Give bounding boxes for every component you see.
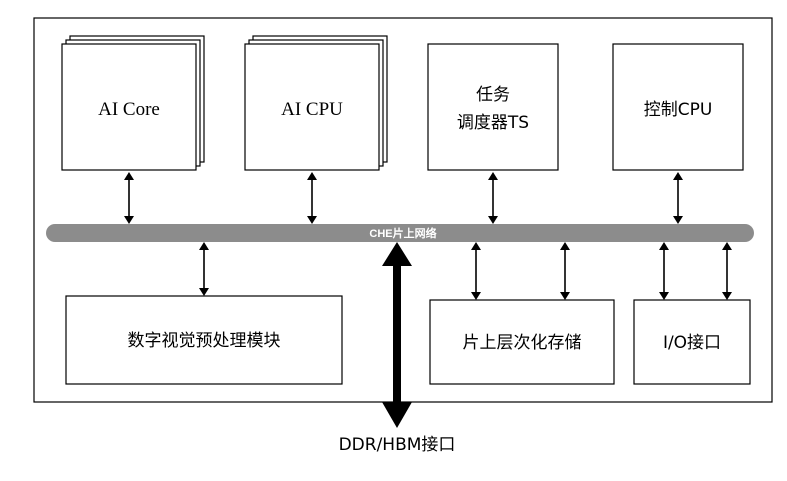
onchip-cache-module: 片上层次化存储 — [429, 299, 615, 385]
ai-core-module: AI Core — [61, 35, 205, 171]
ai-cpu-module: AI CPU — [244, 35, 388, 171]
onchip-cache-label: 片上层次化存储 — [463, 333, 582, 353]
task-scheduler-label-line1: 任务 — [476, 85, 510, 105]
task-scheduler-arrow — [488, 172, 498, 224]
io-arrow-left — [659, 242, 669, 300]
ai-core-arrow — [124, 172, 134, 224]
control-cpu-arrow — [673, 172, 683, 224]
task-scheduler-label-line2: 调度器TS — [457, 113, 529, 133]
connection-arrows — [124, 172, 732, 300]
ddr-hbm-arrow — [382, 242, 412, 428]
io-label: I/O接口 — [663, 333, 721, 353]
bus-label: CHE片上网络 — [369, 226, 436, 240]
ddr-hbm-label: DDR/HBM接口 — [339, 435, 456, 455]
io-module: I/O接口 — [633, 299, 751, 385]
control-cpu-label: 控制CPU — [644, 100, 713, 120]
task-scheduler-module: 任务 调度器TS — [427, 43, 559, 171]
ai-cpu-arrow — [307, 172, 317, 224]
dvpp-label: 数字视觉预处理模块 — [128, 331, 281, 351]
control-cpu-module: 控制CPU — [612, 43, 744, 171]
che-noc-bus: CHE片上网络 — [46, 224, 754, 242]
ai-cpu-label: AI CPU — [281, 99, 343, 120]
dvpp-module: 数字视觉预处理模块 — [65, 295, 343, 385]
onchip-cache-arrow-right — [560, 242, 570, 300]
dvpp-arrow — [199, 242, 209, 296]
io-arrow-right — [722, 242, 732, 300]
onchip-cache-arrow-left — [471, 242, 481, 300]
ai-core-label: AI Core — [98, 99, 160, 120]
